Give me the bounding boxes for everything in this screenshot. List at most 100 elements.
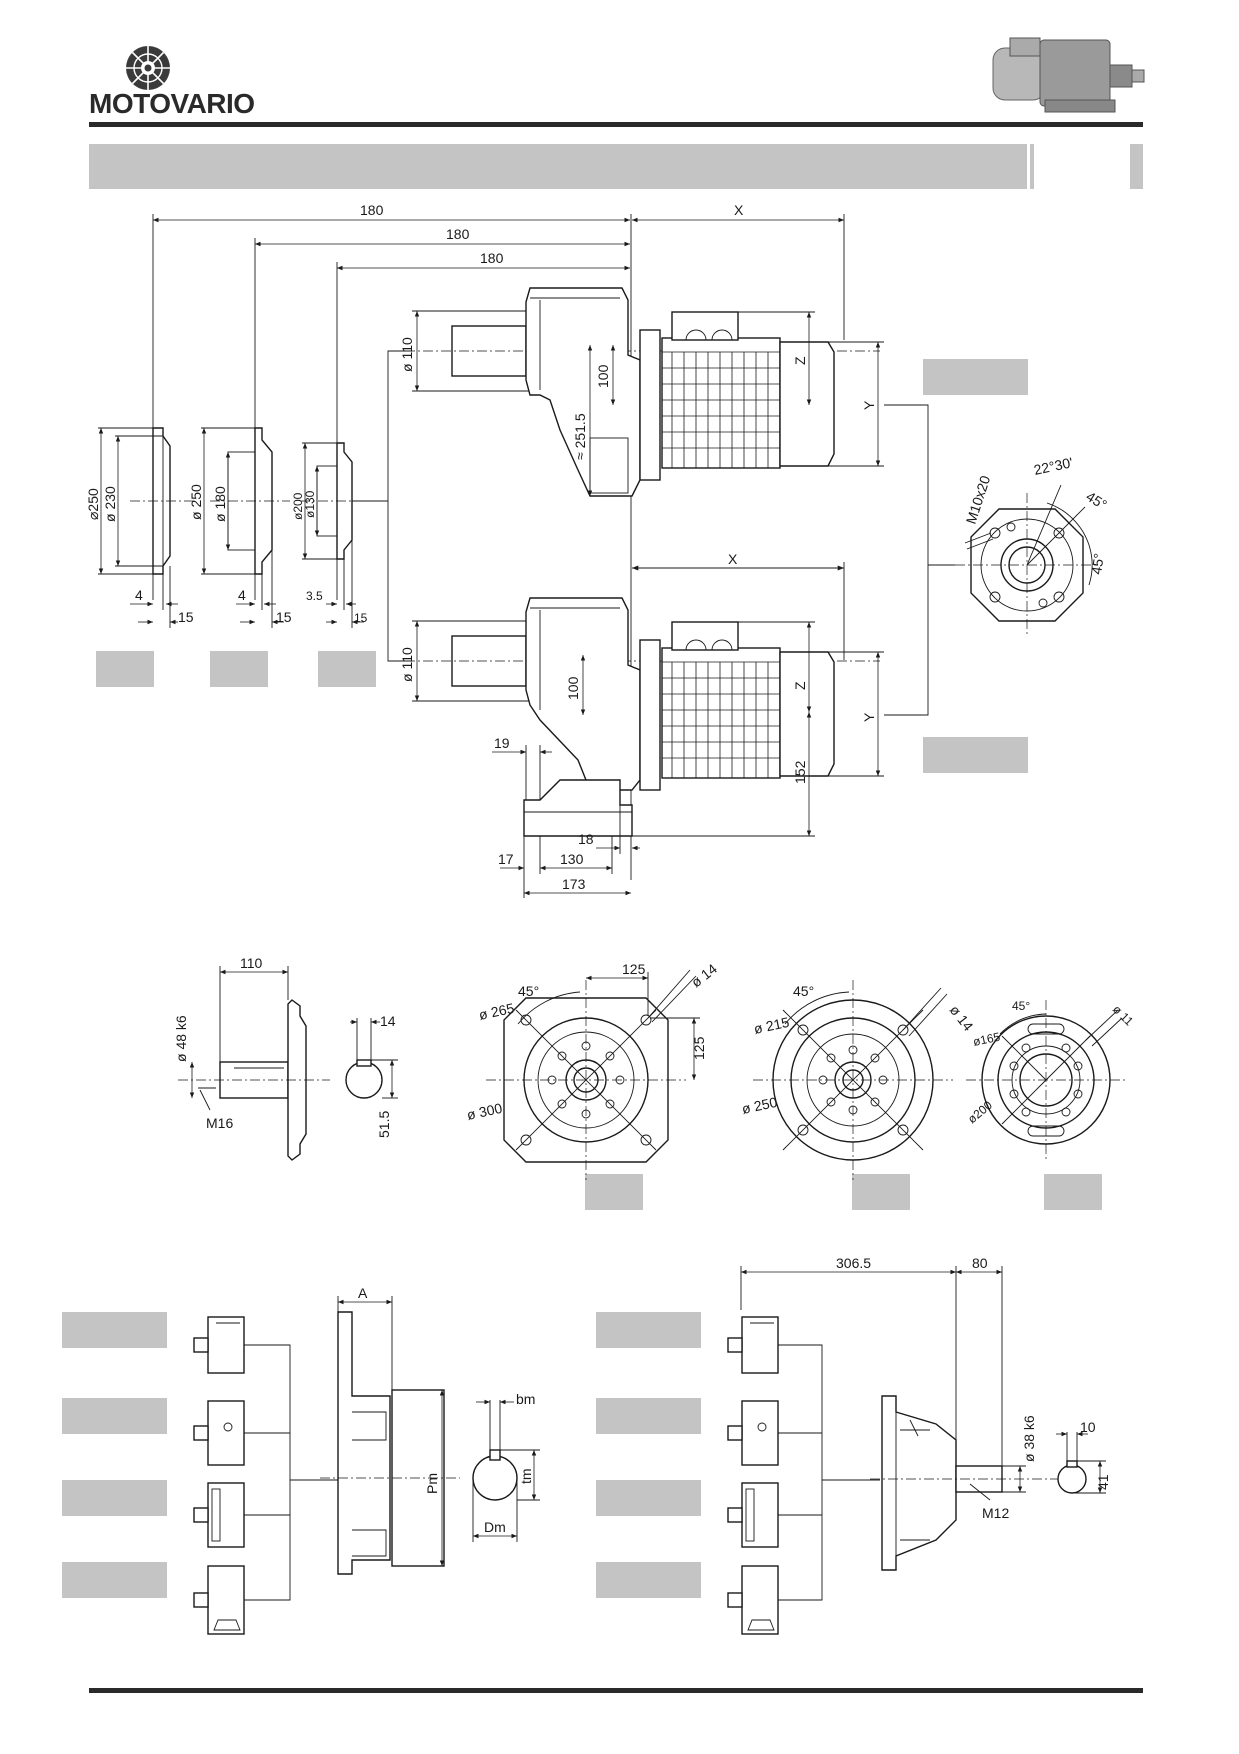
- label-box-right-3: [596, 1480, 701, 1516]
- dim-180-a: 180: [360, 202, 384, 218]
- flange3-d35: 3.5: [306, 589, 323, 603]
- upper-dim-251-5: ≈ 251.5: [572, 413, 588, 460]
- gearmotor-foot-mounted: X ø 110 Y: [399, 551, 884, 898]
- hollow-dim-pm: Pm: [424, 1473, 440, 1494]
- flange1-d15: 15: [178, 609, 194, 625]
- output-dim-80: 80: [972, 1255, 988, 1271]
- mounting-positions-left: A Pm bm tm Dm: [193, 1285, 540, 1635]
- flange2-d4: 4: [238, 587, 246, 603]
- label-box-motor-bottom: [923, 737, 1028, 773]
- small-flange-165: ø165: [972, 1029, 1002, 1048]
- small-flange-angle: 45°: [1012, 999, 1030, 1013]
- output-dim-306-5: 306.5: [836, 1255, 871, 1271]
- lower-shaft-dia: ø 110: [399, 647, 415, 682]
- title-bar-accent: [1030, 144, 1034, 189]
- round-flange-hole: ø 14: [947, 1002, 977, 1034]
- dim-180-c: 180: [480, 250, 504, 266]
- flange1-d4: 4: [135, 587, 143, 603]
- flange2-dia-outer: ø 250: [188, 484, 204, 520]
- footer-rule: [89, 1688, 1143, 1693]
- round-flange-angle: 45°: [793, 983, 814, 999]
- upper-dim-z: Z: [792, 356, 808, 365]
- gearmotor-thumbnail-icon: [992, 37, 1145, 113]
- header-rule: [89, 122, 1143, 127]
- flange-detail-thread: M10x20: [963, 473, 994, 526]
- lower-dim-y: Y: [861, 712, 877, 722]
- square-flange-angle: 45°: [518, 983, 539, 999]
- square-flange-300: ø 300: [465, 1100, 504, 1123]
- title-bar-tab: [1130, 144, 1143, 189]
- label-box-motor-top: [923, 359, 1028, 395]
- shaft-dia: ø 48 k6: [173, 1015, 189, 1062]
- output-key: 10: [1080, 1419, 1096, 1435]
- dim-180-b: 180: [446, 226, 470, 242]
- flange3-d15: 15: [354, 611, 368, 625]
- lower-dim-17: 17: [498, 851, 514, 867]
- label-box-flange-1: [96, 651, 154, 687]
- flange2-d15: 15: [276, 609, 292, 625]
- top-dimensions: 180 180 180 X: [152, 202, 845, 880]
- output-dia: ø 38 k6: [1021, 1415, 1037, 1462]
- lower-dim-19: 19: [494, 735, 510, 751]
- output-height: 41: [1095, 1474, 1111, 1490]
- label-box-right-2: [596, 1398, 701, 1434]
- motovario-logo: MOTOVARIO: [89, 46, 255, 119]
- round-flange-front-view: 45° ø 215 ø 14 ø 250: [740, 980, 977, 1180]
- title-bar: [89, 144, 1027, 189]
- label-boxes: [62, 359, 1102, 1598]
- lower-dim-130: 130: [560, 851, 584, 867]
- mounting-positions-right: 306.5 80 ø 38 k6 M12 10 41: [727, 1255, 1111, 1635]
- lower-dim-100: 100: [565, 676, 581, 700]
- brand-name: MOTOVARIO: [89, 88, 255, 119]
- hollow-dim-tm: tm: [518, 1468, 534, 1484]
- square-flange-265: ø 265: [477, 1000, 516, 1023]
- square-flange-125a: 125: [622, 961, 646, 977]
- label-box-square-flange: [585, 1174, 643, 1210]
- label-box-left-4: [62, 1562, 167, 1598]
- lower-dim-z: Z: [792, 681, 808, 690]
- flange-detail-angle1: 22°30': [1032, 454, 1074, 478]
- flange2-dia-inner: ø 180: [212, 486, 228, 522]
- label-box-left-2: [62, 1398, 167, 1434]
- small-flange-hole: ø 11: [1110, 1002, 1136, 1028]
- output-thread: M12: [982, 1505, 1009, 1521]
- flange-detail-angle3: 45°: [1088, 552, 1107, 575]
- label-box-small-flange: [1044, 1174, 1102, 1210]
- hollow-dim-dm: Dm: [484, 1519, 506, 1535]
- solid-shaft-detail: 110 ø 48 k6 M16 14 51.5: [173, 955, 398, 1161]
- lower-dim-18: 18: [578, 831, 594, 847]
- shaft-thread: M16: [206, 1115, 233, 1131]
- label-box-flange-2: [210, 651, 268, 687]
- small-flange-front-view: 45° ø 11 ø165 ø200: [965, 999, 1136, 1160]
- label-box-left-3: [62, 1480, 167, 1516]
- flange3-dia-inner: ø130: [303, 490, 317, 518]
- upper-shaft-dia: ø 110: [399, 337, 415, 372]
- lower-dim-152: 152: [792, 760, 808, 784]
- hollow-dim-a: A: [358, 1285, 368, 1301]
- shaft-height: 51.5: [376, 1111, 392, 1138]
- flange-detail-angle2: 45°: [1083, 488, 1109, 513]
- motor-flange-front-view: M10x20 22°30' 45° 45°: [955, 454, 1110, 637]
- label-box-right-4: [596, 1562, 701, 1598]
- upper-dim-y: Y: [861, 400, 877, 410]
- flange1-dia: ø 230: [102, 486, 118, 522]
- dim-x-top: X: [734, 202, 744, 218]
- round-flange-250: ø 250: [740, 1094, 779, 1117]
- upper-dim-100: 100: [595, 364, 611, 388]
- label-box-left-1: [62, 1312, 167, 1348]
- round-flange-215: ø 215: [752, 1014, 791, 1037]
- square-flange-hole: ø 14: [688, 960, 720, 990]
- hollow-dim-bm: bm: [516, 1391, 535, 1407]
- shaft-d110: 110: [240, 955, 263, 971]
- flange3-dia-outer: ø200: [291, 492, 305, 520]
- gearmotor-flange-mounted: ø 110 Y Z: [399, 287, 884, 497]
- dim-x-bottom: X: [728, 551, 738, 567]
- flange-side-views: ⌀250 ø 230 4 15 ø 250 ø 180 4 15 ø200 ø1…: [85, 350, 412, 662]
- lower-dim-173: 173: [562, 876, 586, 892]
- square-flange-125b: 125: [691, 1036, 707, 1060]
- label-box-right-1: [596, 1312, 701, 1348]
- label-box-flange-3: [318, 651, 376, 687]
- shaft-key: 14: [380, 1013, 396, 1029]
